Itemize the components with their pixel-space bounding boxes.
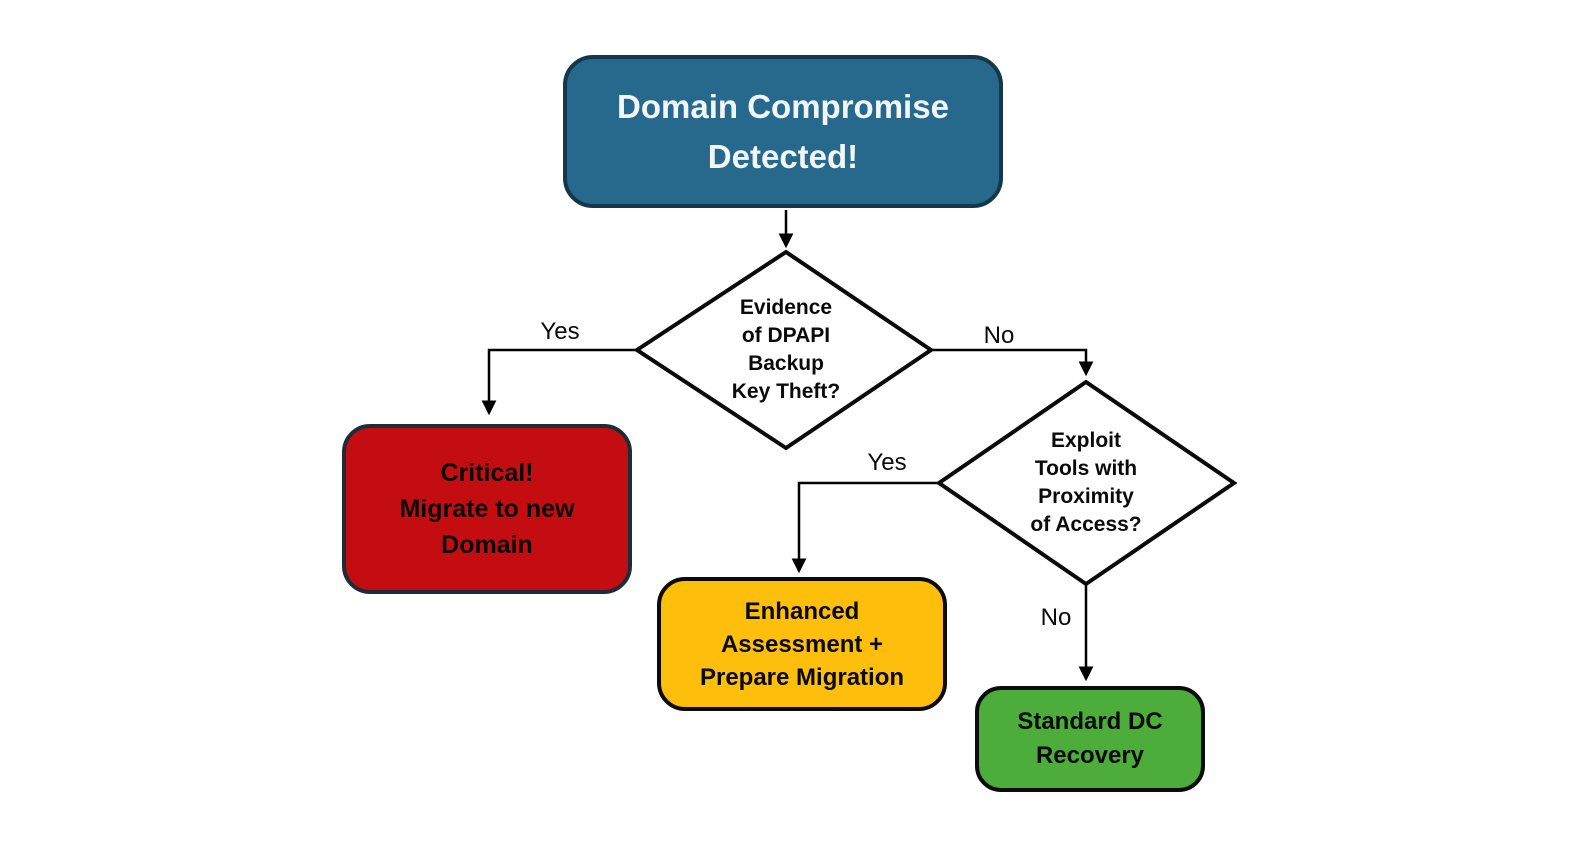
standard-recovery-node-label: Standard DC Recovery bbox=[1017, 708, 1163, 769]
edge-label-dpapi-yes: Yes bbox=[540, 318, 580, 345]
edge-label-dpapi-no: No bbox=[983, 322, 1015, 349]
decision-dpapi-diamond bbox=[633, 249, 935, 451]
standard-recovery-node: Standard DC Recovery bbox=[975, 686, 1205, 792]
start-node-label: Domain Compromise Detected! bbox=[617, 87, 949, 175]
critical-migrate-node-label: Critical! Migrate to new Domain bbox=[399, 459, 575, 559]
edge-dpapi-yes bbox=[481, 348, 637, 416]
decision-exploit-label: Exploit Tools with Proximity of Access? bbox=[1030, 429, 1142, 536]
enhanced-assessment-node-label: Enhanced Assessment + Prepare Migration bbox=[699, 597, 905, 691]
decision-dpapi-label: Evidence of DPAPI Backup Key Theft? bbox=[731, 296, 841, 403]
edge-exploit-yes bbox=[791, 481, 939, 574]
critical-migrate-node: Critical! Migrate to new Domain bbox=[342, 424, 632, 594]
edge-dpapi-no bbox=[931, 348, 1094, 377]
enhanced-assessment-node: Enhanced Assessment + Prepare Migration bbox=[657, 577, 947, 711]
decision-exploit-diamond bbox=[935, 379, 1238, 587]
edge-label-exploit-no: No bbox=[1040, 604, 1072, 631]
edge-label-exploit-yes: Yes bbox=[867, 449, 907, 476]
start-node: Domain Compromise Detected! bbox=[563, 55, 1003, 208]
